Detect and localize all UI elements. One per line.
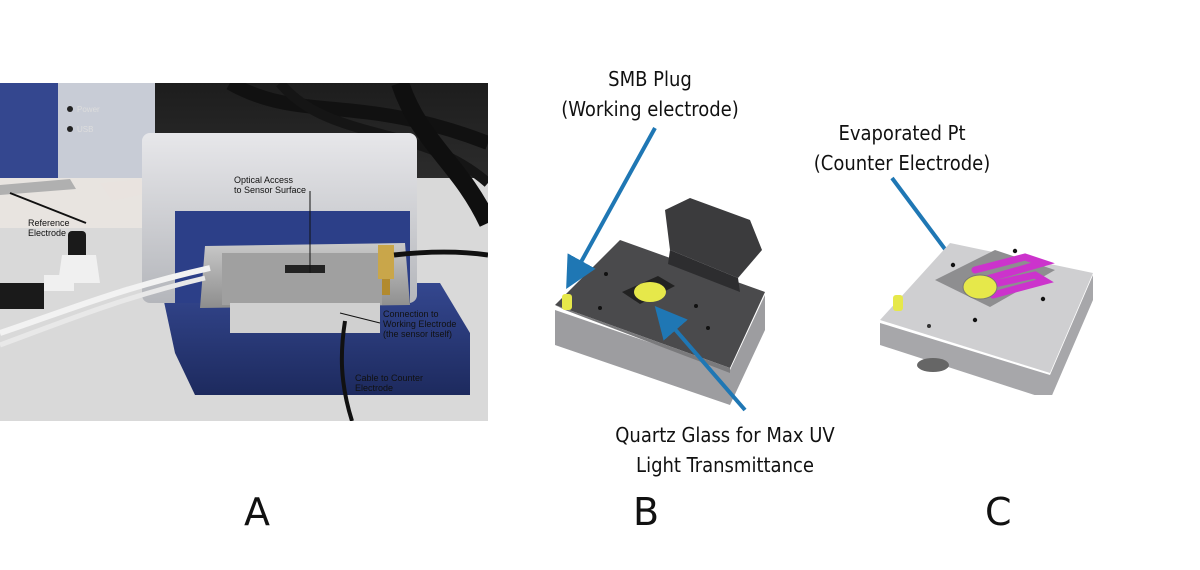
smb-plug-line-2: (Working electrode) xyxy=(561,97,739,121)
working-electrode-disc xyxy=(962,274,998,300)
quartz-line-1: Quartz Glass for Max UV xyxy=(615,423,835,447)
smb-plug xyxy=(562,294,572,310)
counter-electrode-diagram-c xyxy=(880,243,1093,395)
optical-access-label-2: to Sensor Surface xyxy=(234,185,306,195)
sensor-holder-diagram-b xyxy=(555,198,765,405)
pt-counter-electrode xyxy=(971,253,1055,299)
power-led xyxy=(67,106,73,112)
usb-label: USB xyxy=(77,125,93,134)
optical-access-label-1: Optical Access xyxy=(234,175,294,185)
reference-electrode-label-2: Electrode xyxy=(28,228,66,238)
cable-label-1: Cable to Counter xyxy=(355,373,423,383)
quartz-arrow xyxy=(654,305,747,412)
smb-arrow xyxy=(566,127,657,290)
connection-label-2: Working Electrode xyxy=(383,319,456,329)
connection-label-1: Connection to xyxy=(383,309,439,319)
panel-letter-b: B xyxy=(633,490,660,534)
panel-letter-c: C xyxy=(985,490,1012,534)
usb-led xyxy=(67,126,73,132)
power-label: Power xyxy=(77,105,100,114)
panel-letter-a: A xyxy=(244,490,270,534)
evaporated-pt-label: Evaporated Pt (Counter Electrode) xyxy=(812,118,992,178)
cable-label-2: Electrode xyxy=(355,383,393,393)
quartz-glass-label: Quartz Glass for Max UV Light Transmitta… xyxy=(600,420,850,480)
smb-plug-line-1: SMB Plug xyxy=(608,67,692,91)
pt-line-2: (Counter Electrode) xyxy=(813,151,991,175)
quartz-line-2: Light Transmittance xyxy=(636,453,814,477)
smb-plug-label: SMB Plug (Working electrode) xyxy=(560,64,740,124)
pt-line-1: Evaporated Pt xyxy=(838,121,966,145)
electrochemical-cell-photo: Power USB Optical Access to Sensor Surfa… xyxy=(0,76,497,422)
photo-panel-a: Power USB Optical Access to Sensor Surfa… xyxy=(0,76,497,422)
connection-label-3: (the sensor itself) xyxy=(383,329,452,339)
quartz-window xyxy=(634,282,666,302)
reference-electrode-label-1: Reference xyxy=(28,218,70,228)
